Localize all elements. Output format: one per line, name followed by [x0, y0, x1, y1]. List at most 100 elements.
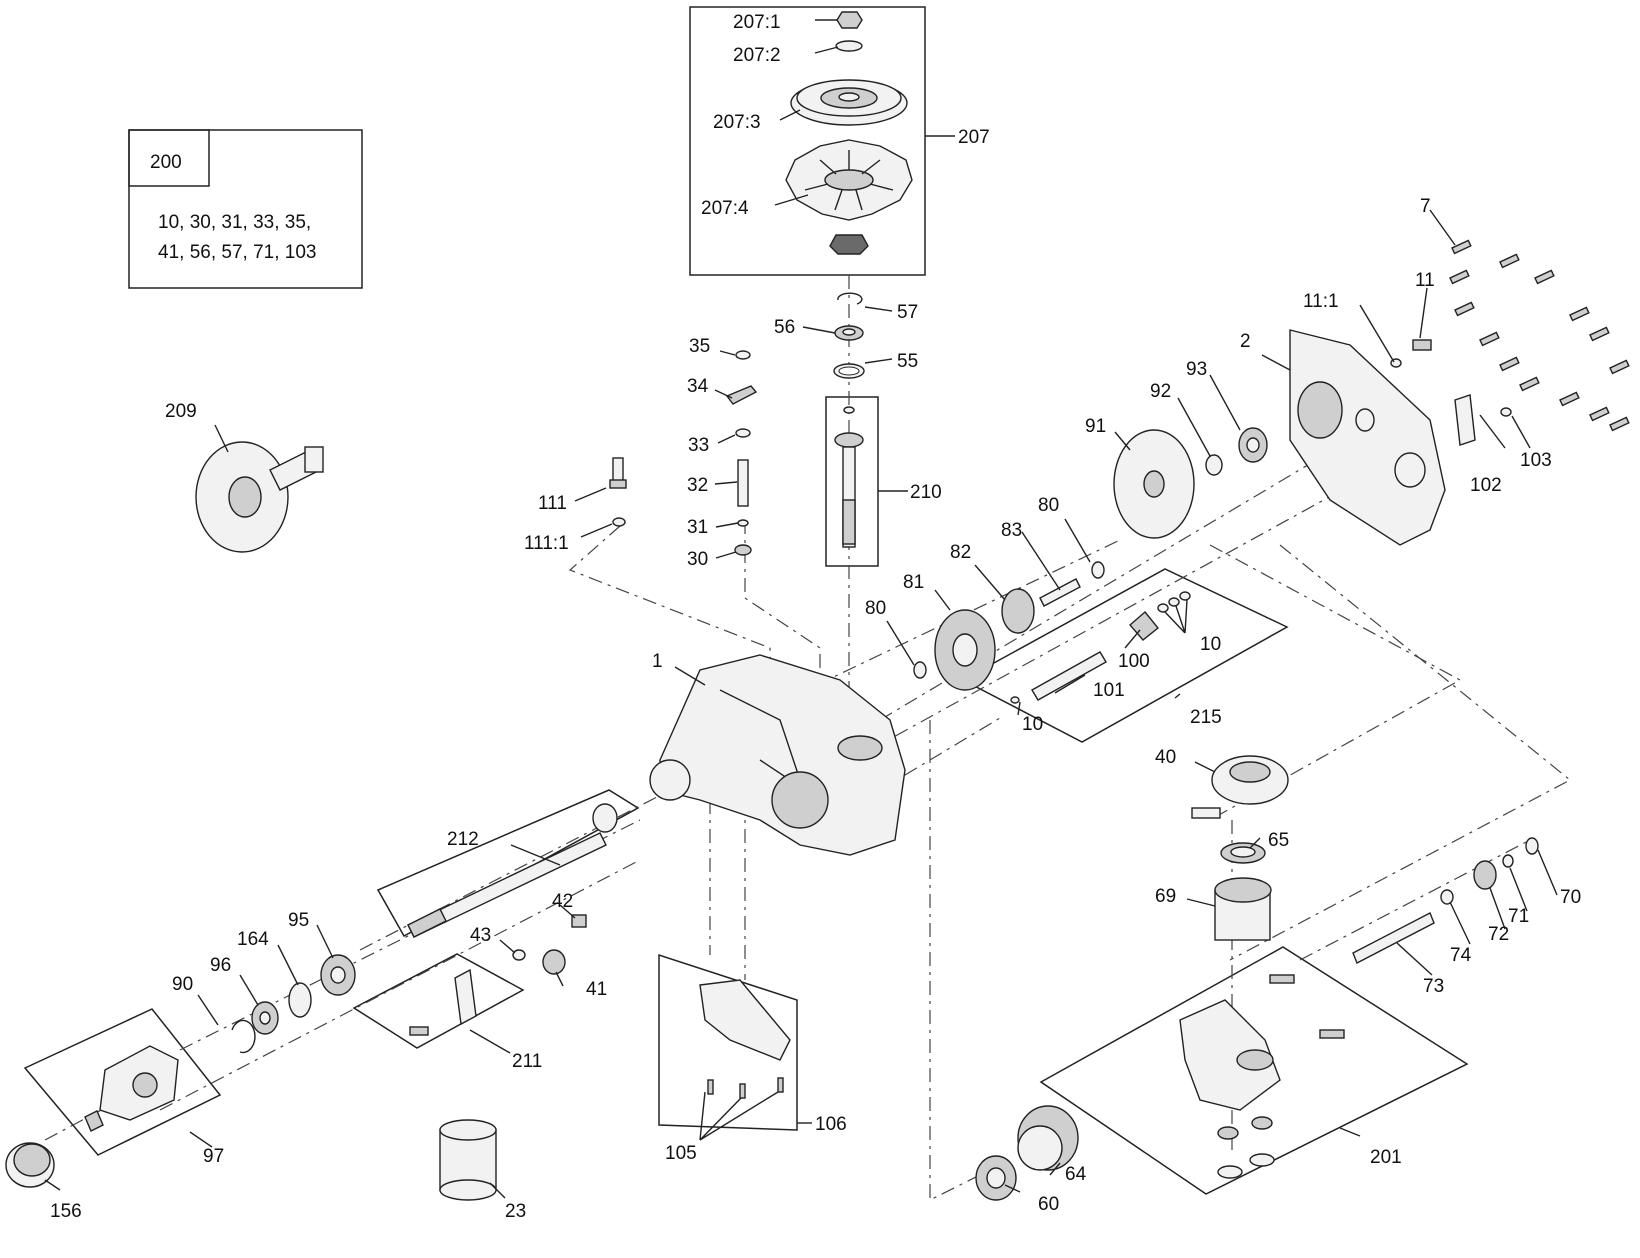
callout-211: 211: [512, 1051, 542, 1072]
callout-30: 30: [687, 549, 708, 570]
callout-80-upper: 80: [1038, 495, 1059, 516]
callout-43: 43: [470, 925, 491, 946]
kit-200-contents-line1: 10, 30, 31, 33, 35,: [158, 212, 311, 233]
leader-lines: [44, 19, 1558, 1199]
callout-55: 55: [897, 351, 918, 372]
callout-42: 42: [552, 891, 573, 912]
callout-56: 56: [774, 317, 795, 338]
part-100-cam: [1129, 610, 1159, 641]
assembly-215-frame: [961, 568, 1289, 743]
part-95-bearing: [320, 954, 356, 996]
part-210-shaft: [834, 406, 864, 548]
part-96-bearing: [251, 1001, 279, 1035]
callout-74: 74: [1450, 945, 1472, 966]
part-35-seal: [735, 350, 751, 360]
part-207-washer: [835, 40, 863, 52]
part-211-bracket: [409, 968, 477, 1036]
assembly-210-frame: [825, 396, 879, 567]
part-2-housing-cover: [1289, 329, 1446, 546]
callout-35: 35: [689, 336, 710, 357]
callout-91: 91: [1085, 416, 1106, 437]
part-33-o-ring: [735, 428, 751, 438]
kit-200-number: 200: [150, 152, 182, 173]
callout-1: 1: [652, 651, 663, 672]
callout-92: 92: [1150, 381, 1171, 402]
callout-41: 41: [586, 979, 607, 1000]
part-11-bolt: [1412, 339, 1432, 351]
kit-200-box: 200 10, 30, 31, 33, 35, 41, 56, 57, 71, …: [128, 129, 363, 289]
part-207-nut: [836, 11, 863, 29]
callout-64: 64: [1065, 1164, 1087, 1185]
callout-23: 23: [505, 1201, 526, 1222]
callout-93: 93: [1186, 359, 1207, 380]
callout-7: 7: [1420, 196, 1431, 217]
part-1-main-housing: [649, 654, 906, 856]
callout-11: 11: [1415, 270, 1435, 291]
part-41-seal: [542, 949, 566, 975]
callout-106: 106: [815, 1114, 847, 1135]
part-164-shim: [288, 982, 312, 1018]
callout-70: 70: [1560, 887, 1581, 908]
callout-207-3: 207:3: [713, 112, 761, 133]
callout-33: 33: [688, 435, 709, 456]
part-97-hub-assembly: [84, 1045, 179, 1132]
callout-72: 72: [1488, 924, 1509, 945]
part-90-snap-ring: [231, 1019, 256, 1054]
callout-212: 212: [447, 829, 479, 850]
part-93-bearing: [1238, 427, 1268, 463]
part-7-bolts: [1449, 239, 1630, 432]
callout-65: 65: [1268, 830, 1289, 851]
callout-210: 210: [910, 482, 942, 503]
kit-200-contents-line2: 41, 56, 57, 71, 103: [158, 242, 316, 263]
callout-156: 156: [50, 1201, 82, 1222]
part-207-hub: [829, 234, 869, 255]
part-209-hub: [195, 441, 324, 553]
part-23-oil-filter: [439, 1119, 497, 1201]
callout-96: 96: [210, 955, 231, 976]
part-73-shaft: [1352, 912, 1435, 964]
callout-201: 201: [1370, 1147, 1402, 1168]
part-207-fan: [785, 139, 913, 221]
part-64-motor-block: [1017, 1105, 1079, 1171]
part-56-bearing: [834, 325, 864, 341]
callout-95: 95: [288, 910, 309, 931]
callout-207-1: 207:1: [733, 12, 781, 33]
part-31-o-ring: [737, 519, 749, 527]
callout-102: 102: [1470, 475, 1502, 496]
part-207-pulley: [790, 79, 908, 126]
callout-90: 90: [172, 974, 193, 995]
part-72-gear: [1473, 860, 1497, 890]
callout-80-lower: 80: [865, 598, 886, 619]
assembly-97-frame: [23, 1008, 222, 1156]
part-10-washers: [1010, 591, 1191, 704]
callout-207: 207: [958, 127, 990, 148]
callout-82: 82: [950, 542, 971, 563]
part-106-bracket: [699, 979, 791, 1099]
part-57-snap-ring: [837, 292, 863, 305]
part-102-arm: [1454, 394, 1476, 446]
assembly-207-frame: [689, 6, 926, 276]
callout-69: 69: [1155, 886, 1176, 907]
part-101-shaft: [1031, 651, 1107, 701]
part-55-ring: [833, 363, 865, 379]
callout-111-1: 111:1: [524, 533, 569, 554]
part-34-lever: [725, 385, 758, 405]
assembly-201-frame: [1039, 946, 1469, 1195]
part-212-axle: [407, 803, 618, 938]
part-80-washer-lower: [913, 661, 927, 679]
part-80-washer-upper: [1091, 561, 1105, 579]
part-30-bushing: [734, 544, 752, 556]
callout-labels: 207:1 207:2 207:3 207 207:4 57 56 55 210…: [50, 12, 1581, 1222]
callout-32: 32: [687, 475, 708, 496]
callout-11-1: 11:1: [1303, 291, 1339, 312]
callout-71: 71: [1508, 906, 1529, 927]
part-71-ring: [1502, 854, 1514, 868]
part-111-1-washer: [612, 517, 626, 527]
callout-2: 2: [1240, 331, 1251, 352]
assembly-212-frame: [376, 789, 640, 938]
part-81-gear: [934, 609, 996, 691]
callout-60: 60: [1038, 1194, 1059, 1215]
callout-34: 34: [687, 376, 709, 397]
part-83-shaft: [1039, 578, 1081, 607]
